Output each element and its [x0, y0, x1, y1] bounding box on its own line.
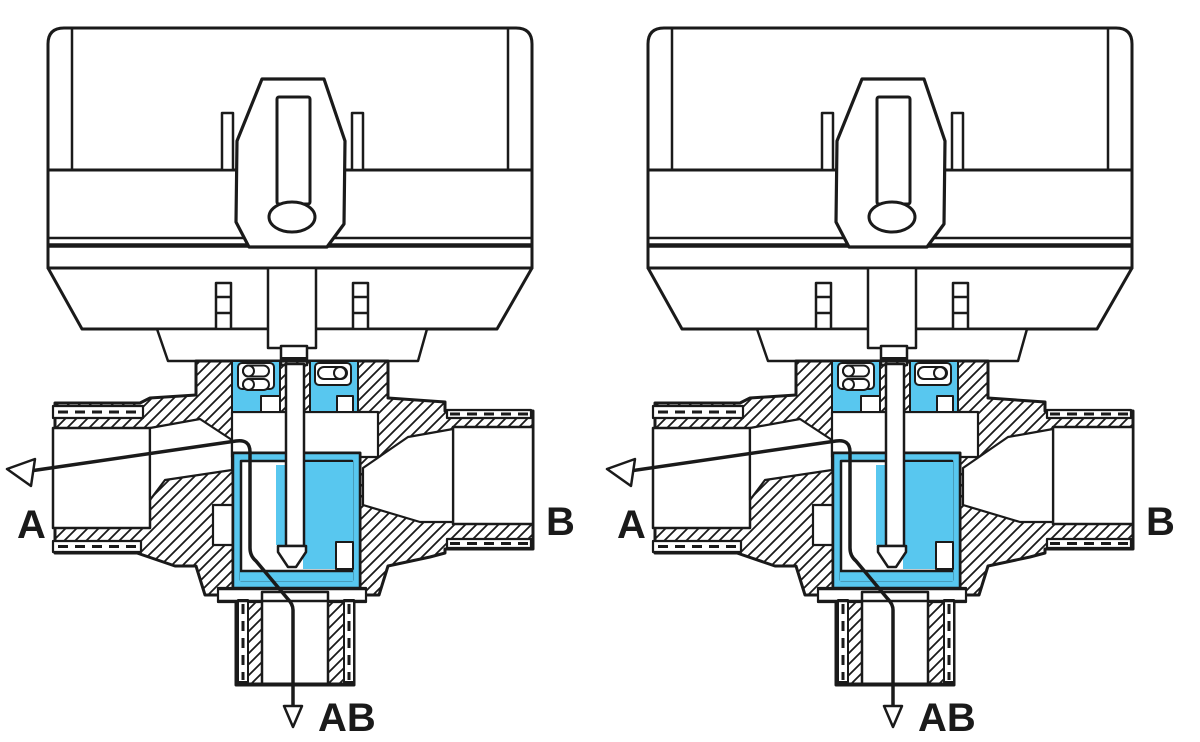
valve-left [7, 28, 533, 727]
valve-right [607, 28, 1133, 727]
port-label-b-left-valve: B [546, 500, 575, 544]
port-label-a-left-valve: A [17, 503, 46, 547]
port-label-ab-left-valve: AB [318, 696, 376, 740]
port-label-a-right-valve: A [617, 503, 646, 547]
port-label-ab-right-valve: AB [918, 696, 976, 740]
port-label-b-right-valve: B [1146, 500, 1175, 544]
